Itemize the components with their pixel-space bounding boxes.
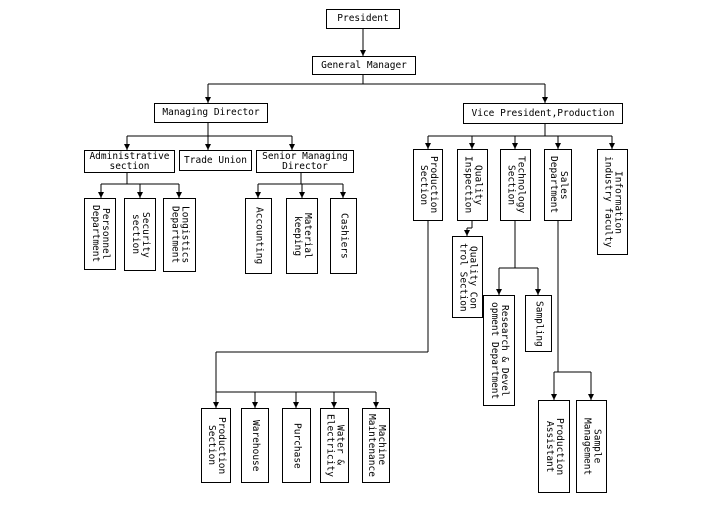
node-water-electricity: Water & Electricity (320, 408, 349, 483)
arrow-head (205, 144, 211, 150)
node-logistics-department: Longistics Department (163, 198, 196, 272)
node-machine-maintenance: Machine Maintenance (362, 408, 390, 483)
arrow-head (360, 50, 366, 56)
arrow-head (464, 230, 470, 236)
node-quality-control-section: Quality Con trol Section (452, 236, 483, 318)
node-production-assistant: Production Assistant (538, 400, 570, 493)
node-sampling: Sampling (525, 295, 552, 352)
arrow-head (425, 143, 431, 149)
arrow-head (213, 402, 219, 408)
arrow-head (124, 144, 130, 150)
arrow-head (98, 192, 104, 198)
arrow-head (609, 143, 615, 149)
arrow-head (469, 143, 475, 149)
arrow-head (542, 97, 548, 103)
node-production-section-2: Production Section (201, 408, 231, 483)
arrow-head (340, 192, 346, 198)
node-cashiers: Cashiers (330, 198, 357, 274)
node-senior-managing-director: Senior Managing Director (256, 150, 354, 173)
arrow-head (205, 97, 211, 103)
node-administrative-section: Administrative section (84, 150, 175, 173)
node-managing-director: Managing Director (154, 103, 268, 123)
node-production-section: Production Section (413, 149, 443, 221)
arrow-head (551, 394, 557, 400)
node-vp-production: Vice President,Production (463, 103, 623, 124)
arrow-head (176, 192, 182, 198)
node-material-keeping: Material keeping (286, 198, 318, 274)
arrow-head (137, 192, 143, 198)
arrow-head (289, 144, 295, 150)
node-sales-department: Sales Department (544, 149, 572, 221)
arrow-head (512, 143, 518, 149)
node-accounting: Accounting (245, 198, 272, 274)
node-quality-inspection: Quality Inspection (457, 149, 488, 221)
node-information-industry-faculty: Information industry faculty (597, 149, 628, 255)
arrow-head (299, 192, 305, 198)
node-sample-management: Sample Management (576, 400, 607, 493)
node-warehouse: Warehouse (241, 408, 269, 483)
arrow-head (252, 402, 258, 408)
node-security-section: Security section (124, 198, 156, 271)
node-personnel-department: Personnel Department (84, 198, 116, 270)
node-technology-section: Technology Section (500, 149, 531, 221)
arrow-head (555, 143, 561, 149)
arrow-head (373, 402, 379, 408)
node-president: President (326, 9, 400, 29)
node-trade-union: Trade Union (179, 150, 252, 171)
arrow-head (588, 394, 594, 400)
node-research-development-department: Research & Devel opment Department (483, 295, 515, 406)
arrow-head (255, 192, 261, 198)
arrow-head (331, 402, 337, 408)
arrow-head (535, 289, 541, 295)
node-general-manager: General Manager (312, 56, 416, 75)
arrow-head (496, 289, 502, 295)
node-purchase: Purchase (282, 408, 311, 483)
arrow-head (293, 402, 299, 408)
